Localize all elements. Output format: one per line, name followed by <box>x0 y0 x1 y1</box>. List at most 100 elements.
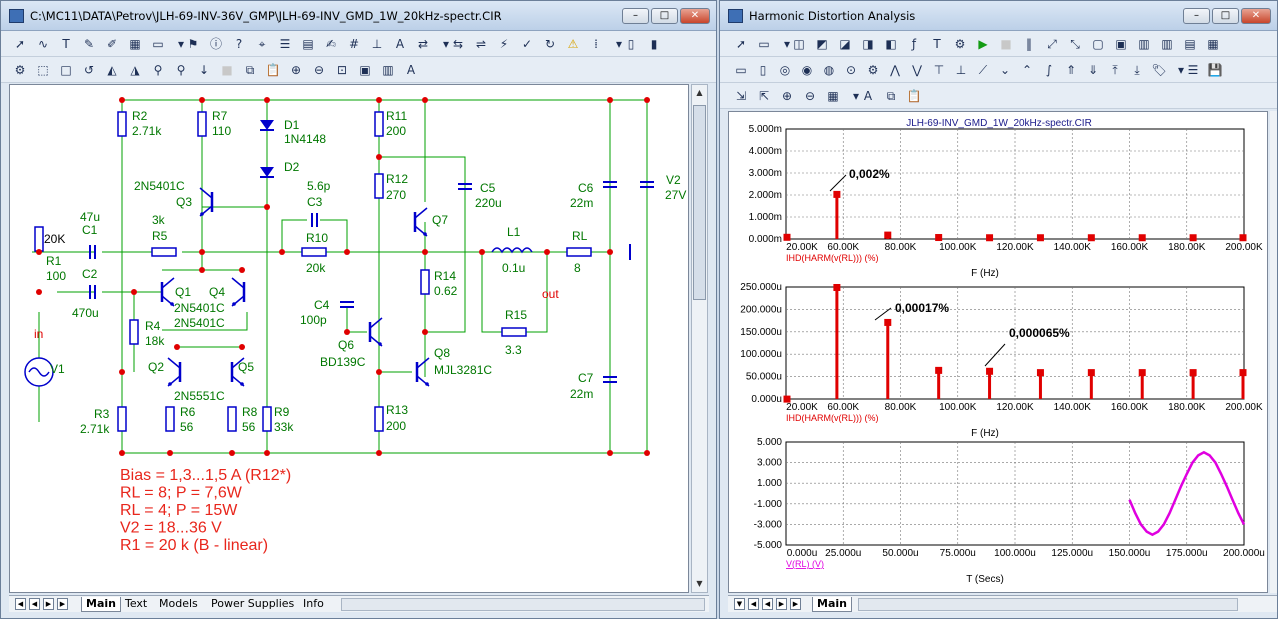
rect2-icon[interactable]: ▯ <box>759 63 767 77</box>
dropdown-icon[interactable]: ▾ <box>615 37 623 51</box>
resistor-r14[interactable] <box>420 269 430 295</box>
zoom-out-icon[interactable]: ⊖ <box>804 89 816 103</box>
mirror-v-icon[interactable]: ◮ <box>130 63 140 77</box>
low-icon[interactable]: ⊥ <box>955 63 967 77</box>
app-icon[interactable] <box>9 9 24 23</box>
prev-tab-icon[interactable]: ◀ <box>762 598 773 610</box>
edit-icon[interactable]: ✍ <box>325 37 337 51</box>
resistor-r5[interactable] <box>151 247 177 257</box>
stop-icon[interactable]: ■ <box>1000 37 1012 51</box>
resistor-r3[interactable] <box>117 406 127 432</box>
rect-icon[interactable]: ▭ <box>735 63 747 77</box>
diode-d2[interactable] <box>260 167 274 178</box>
page2-icon[interactable]: ▮ <box>650 37 658 51</box>
last-tab-icon[interactable]: ▶ <box>790 598 801 610</box>
app-icon[interactable] <box>728 9 743 23</box>
bottom-icon[interactable]: ⤓ <box>1134 63 1140 77</box>
cursor-icon[interactable]: ◎ <box>779 63 791 77</box>
max-icon[interactable]: ⌃ <box>1021 63 1033 77</box>
plot3-icon[interactable]: ◪ <box>839 37 851 51</box>
zoom-icon[interactable]: ⊙ <box>845 63 857 77</box>
potentiometer-r1[interactable] <box>34 226 44 252</box>
find-icon[interactable]: ⚲ <box>153 63 163 77</box>
resistor-r11[interactable] <box>374 111 384 137</box>
transistor-q6[interactable] <box>368 317 383 347</box>
global-high-icon[interactable]: ⇑ <box>1065 63 1077 77</box>
top-icon[interactable]: ⤒ <box>1112 63 1118 77</box>
transistor-q2[interactable] <box>167 357 182 387</box>
resistor-rl[interactable] <box>566 247 592 257</box>
fit2-icon[interactable]: ⇱ <box>758 89 770 103</box>
pane-icon[interactable]: ▣ <box>359 63 371 77</box>
properties-icon[interactable]: ⚙ <box>14 63 26 77</box>
vertical-scrollbar[interactable] <box>1270 111 1277 593</box>
first-tab-icon[interactable]: ◀ <box>15 598 26 610</box>
capacitor-c4[interactable] <box>340 301 354 308</box>
window-icon[interactable]: ▭ <box>758 37 770 51</box>
swap2-icon[interactable]: ⇌ <box>475 37 487 51</box>
wire-icon[interactable]: ∿ <box>37 37 49 51</box>
list-icon[interactable]: ☰ <box>279 37 291 51</box>
scale2-icon[interactable]: ⤡ <box>1070 37 1080 51</box>
copy-icon[interactable]: ⧉ <box>245 63 255 77</box>
grid-dots-icon[interactable]: ⁞ <box>594 37 598 51</box>
transistor-q7[interactable] <box>413 207 428 237</box>
probe-icon[interactable]: ⌖ <box>258 37 266 51</box>
dropdown-icon[interactable]: ▼ <box>734 598 745 610</box>
tab-main[interactable]: Main <box>81 597 121 612</box>
mirror-icon[interactable]: ◭ <box>107 63 117 77</box>
vertical-scrollbar[interactable]: ▲ ▼ <box>691 84 708 593</box>
box-icon[interactable]: ▢ <box>1092 37 1104 51</box>
grid-icon[interactable]: ▦ <box>827 89 839 103</box>
resistor-r8[interactable] <box>227 406 237 432</box>
layout-icon[interactable]: ▥ <box>1138 37 1150 51</box>
transistor-q3[interactable] <box>199 187 214 217</box>
zoom-out-icon[interactable]: ⊖ <box>313 63 325 77</box>
resistor-r2[interactable] <box>117 111 127 137</box>
select-region-icon[interactable]: ⬚ <box>37 63 49 77</box>
rotate-left-icon[interactable]: ↺ <box>83 63 95 77</box>
dropdown-icon[interactable]: ▾ <box>177 37 185 51</box>
plot2-icon[interactable]: ◩ <box>816 37 828 51</box>
plot-icon[interactable]: ◫ <box>793 37 805 51</box>
voltage-icon[interactable]: ⚡ <box>499 37 509 51</box>
tab-models[interactable]: Models <box>159 597 198 610</box>
table-icon[interactable]: ▤ <box>302 37 314 51</box>
next-tab-icon[interactable]: ▶ <box>43 598 54 610</box>
close-button[interactable]: ✕ <box>680 8 710 24</box>
grid-icon[interactable]: ▦ <box>129 37 141 51</box>
transistor-q8[interactable] <box>415 357 430 387</box>
dropdown-icon[interactable]: ▾ <box>852 89 860 103</box>
scroll-down-icon[interactable]: ▼ <box>696 579 703 588</box>
valley-icon[interactable]: ⋁ <box>912 63 922 77</box>
capacitor-c7[interactable] <box>603 376 617 383</box>
paste-icon[interactable]: 📋 <box>906 89 922 103</box>
resistor-r12[interactable] <box>374 173 384 199</box>
flag-icon[interactable]: ⚑ <box>187 37 199 51</box>
close-button[interactable]: ✕ <box>1241 8 1271 24</box>
transistor-q4[interactable] <box>231 277 246 307</box>
step-icon[interactable]: ↓ <box>198 63 210 77</box>
dropdown-icon[interactable]: ▾ <box>783 37 791 51</box>
resistor-r10[interactable] <box>301 247 327 257</box>
rotate-icon[interactable]: ↻ <box>544 37 556 51</box>
blank-icon[interactable]: □ <box>60 63 72 77</box>
fit-icon[interactable]: ⇲ <box>735 89 747 103</box>
copy-icon[interactable]: ⧉ <box>886 89 896 103</box>
maximize-button[interactable]: □ <box>651 8 678 24</box>
pause-icon[interactable]: ‖ <box>1026 37 1032 51</box>
brush-icon[interactable]: ✐ <box>106 37 118 51</box>
info-icon[interactable]: ⓘ <box>209 37 222 51</box>
resistor-r6[interactable] <box>165 406 175 432</box>
attribute-icon[interactable]: A <box>395 37 405 51</box>
tab-info[interactable]: Info <box>303 597 324 610</box>
flip-icon[interactable]: ⇄ <box>417 37 429 51</box>
tab-power-supplies[interactable]: Power Supplies <box>211 597 295 610</box>
plot4-icon[interactable]: ◨ <box>862 37 874 51</box>
find-next-icon[interactable]: ⚲ <box>176 63 186 77</box>
inductor-l1[interactable] <box>491 247 533 254</box>
voltage-source-v2[interactable] <box>640 181 654 188</box>
font-icon[interactable]: A <box>406 63 416 77</box>
transistor-q5[interactable] <box>230 357 245 387</box>
cursor2-icon[interactable]: ◉ <box>801 63 813 77</box>
